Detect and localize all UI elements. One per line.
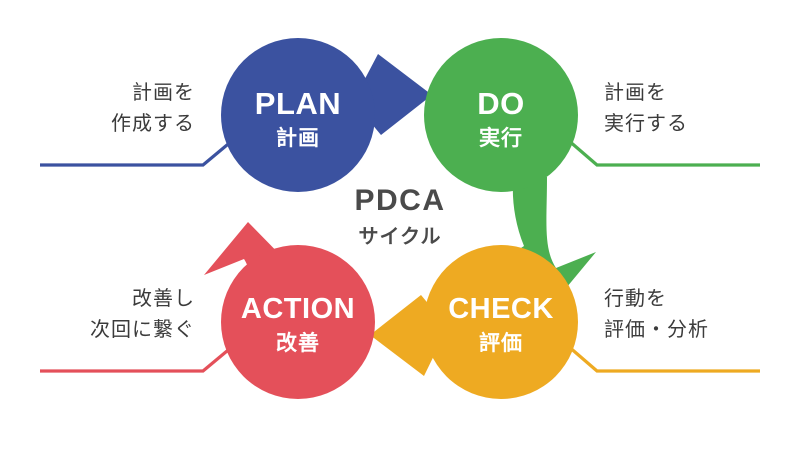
leader-line-plan: [40, 138, 235, 167]
node-circle-check[interactable]: [424, 245, 578, 399]
node-circle-plan[interactable]: [221, 38, 375, 192]
node-circle-do[interactable]: [424, 38, 578, 192]
leader-line-do: [566, 138, 760, 167]
leader-line-action: [40, 344, 235, 373]
leader-line-check: [566, 344, 760, 373]
node-circle-action[interactable]: [221, 245, 375, 399]
